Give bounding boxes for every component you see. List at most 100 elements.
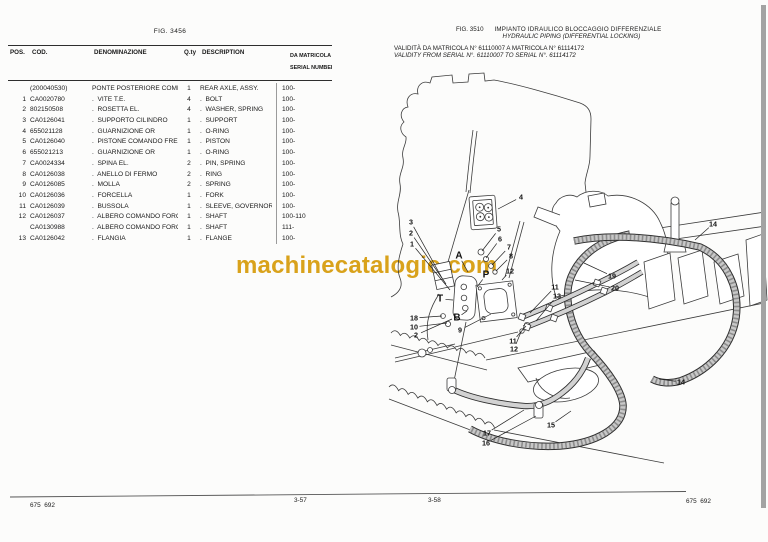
callout-17: 17 xyxy=(483,409,525,438)
fig-right-label: FIG. 3510 xyxy=(456,26,484,33)
cell-pos: 11 xyxy=(19,202,26,210)
cell-cod: 655021213 xyxy=(30,149,64,157)
cell-serial: 100- xyxy=(276,83,332,94)
cell-serial: 100- xyxy=(276,136,332,148)
cell-serial: 100- xyxy=(276,115,332,126)
cell-qty: 2 xyxy=(187,159,191,167)
cell-serial: 100- xyxy=(276,104,332,116)
cell-desc: . SHAFT xyxy=(200,223,228,231)
cell-serial: 100- xyxy=(276,190,332,201)
callout-11: 11 xyxy=(509,325,527,346)
cell-serial: 100- xyxy=(276,168,332,180)
cell-serial: 100- xyxy=(276,232,332,244)
svg-text:T: T xyxy=(437,294,443,305)
col-header-description: DESCRIPTION xyxy=(202,48,245,56)
svg-text:14: 14 xyxy=(709,220,717,229)
reservoir-drum xyxy=(517,350,605,403)
cell-den: . ROSETTA EL. xyxy=(92,106,140,114)
svg-text:2: 2 xyxy=(409,229,413,238)
cell-qty: 2 xyxy=(187,170,191,178)
callout-18: 18 xyxy=(410,314,443,323)
svg-text:5: 5 xyxy=(497,225,501,234)
validity-english: VALIDITY FROM SERIAL N°. 61110007 TO SER… xyxy=(394,52,576,60)
cell-qty: 1 xyxy=(187,138,191,146)
cell-desc: . FORK xyxy=(200,191,224,199)
svg-text:7: 7 xyxy=(507,243,511,252)
validity-italian: VALIDITÀ DA MATRICOLA N° 61110007 A MATR… xyxy=(394,45,585,52)
cell-qty: 1 xyxy=(187,202,191,210)
cell-desc: . SLEEVE, GOVERNOR xyxy=(200,202,272,210)
cell-pos: 13 xyxy=(18,234,26,242)
page-number-right: 3-58 xyxy=(428,497,441,504)
cell-serial: 100-110 xyxy=(276,211,332,223)
smooth-hose-16-17 xyxy=(450,356,591,410)
table-row: (200040530)PONTE POSTERIORE COMPLETO1REA… xyxy=(8,83,332,94)
svg-text:18: 18 xyxy=(410,314,418,323)
cell-qty: 1 xyxy=(187,213,191,221)
callout-13: 13 xyxy=(535,292,561,322)
cover-plate-4 xyxy=(465,129,498,231)
cell-desc: . RING xyxy=(200,170,222,178)
col-header-qty: Q.ty xyxy=(184,48,197,56)
svg-text:14: 14 xyxy=(677,378,685,387)
drain-line xyxy=(453,321,467,382)
cell-cod: (200040530) xyxy=(30,85,68,93)
svg-text:12: 12 xyxy=(506,267,514,276)
svg-text:20: 20 xyxy=(611,284,619,293)
callout-2: 2 xyxy=(414,318,453,340)
callout-10: 10 xyxy=(410,323,448,332)
cell-qty: 1 xyxy=(187,234,191,242)
cell-pos: 1 xyxy=(22,95,26,103)
title-english: HYDRAULIC PIPING (DIFFERENTIAL LOCKING) xyxy=(502,33,641,41)
cell-den: . FLANGIA xyxy=(92,234,126,242)
thin-pipe xyxy=(394,343,456,363)
col-header-serial: DA MATRICOLA SERIAL NUMBER xyxy=(278,49,332,79)
cell-pos: 3 xyxy=(22,117,26,125)
svg-text:11: 11 xyxy=(551,283,559,292)
small-tube-12 xyxy=(504,220,525,279)
callout-layer: 32145678121113181029111219201414151716AP… xyxy=(409,193,717,448)
machinery-blocks xyxy=(643,196,768,310)
col-header-pos: POS. xyxy=(10,48,25,56)
col-header-serial-line2: SERIAL NUMBER xyxy=(289,65,332,72)
cell-den: . MOLLA xyxy=(92,181,120,189)
cell-cod: CA0126041 xyxy=(30,117,65,125)
cell-cod: CA0020780 xyxy=(30,95,65,103)
col-header-denominazione: DENOMINAZIONE xyxy=(94,48,147,56)
callout-15: 15 xyxy=(547,410,572,430)
col-header-cod: COD. xyxy=(32,48,48,56)
callout-12: 12 xyxy=(510,331,522,354)
callout-4: 4 xyxy=(497,193,523,210)
cell-desc: . SUPPORT xyxy=(200,117,238,125)
cell-cod: 655021128 xyxy=(30,127,63,135)
cell-den: . ALBERO COMANDO FORCELLA xyxy=(92,223,178,231)
cell-pos: 2 xyxy=(22,106,26,114)
cell-cod: CA0126040 xyxy=(30,138,65,146)
svg-text:6: 6 xyxy=(498,235,502,244)
cell-cod: CA0126085 xyxy=(30,181,65,189)
parts-table-header: POS. COD. DENOMINAZIONE Q.ty DESCRIPTION… xyxy=(8,46,332,82)
svg-text:11: 11 xyxy=(509,337,517,346)
svg-text:16: 16 xyxy=(482,439,490,448)
cell-serial: 100- xyxy=(276,179,332,191)
parts-table: POS. COD. DENOMINAZIONE Q.ty DESCRIPTION… xyxy=(8,45,332,244)
cell-den: . GUARNIZIONE OR xyxy=(92,149,156,157)
cell-qty: 1 xyxy=(187,127,191,135)
smooth-hoses-11-13 xyxy=(518,259,644,331)
callout-12: 12 xyxy=(501,267,514,281)
cell-desc: . SHAFT xyxy=(200,213,228,221)
cell-pos: 12 xyxy=(18,213,26,221)
callout-14: 14 xyxy=(694,220,717,241)
differential-housing xyxy=(533,190,669,301)
cell-qty: 1 xyxy=(187,191,191,199)
cell-qty: 1 xyxy=(187,223,191,231)
svg-text:13: 13 xyxy=(553,292,561,301)
cell-cod: CA0126038 xyxy=(30,170,65,178)
